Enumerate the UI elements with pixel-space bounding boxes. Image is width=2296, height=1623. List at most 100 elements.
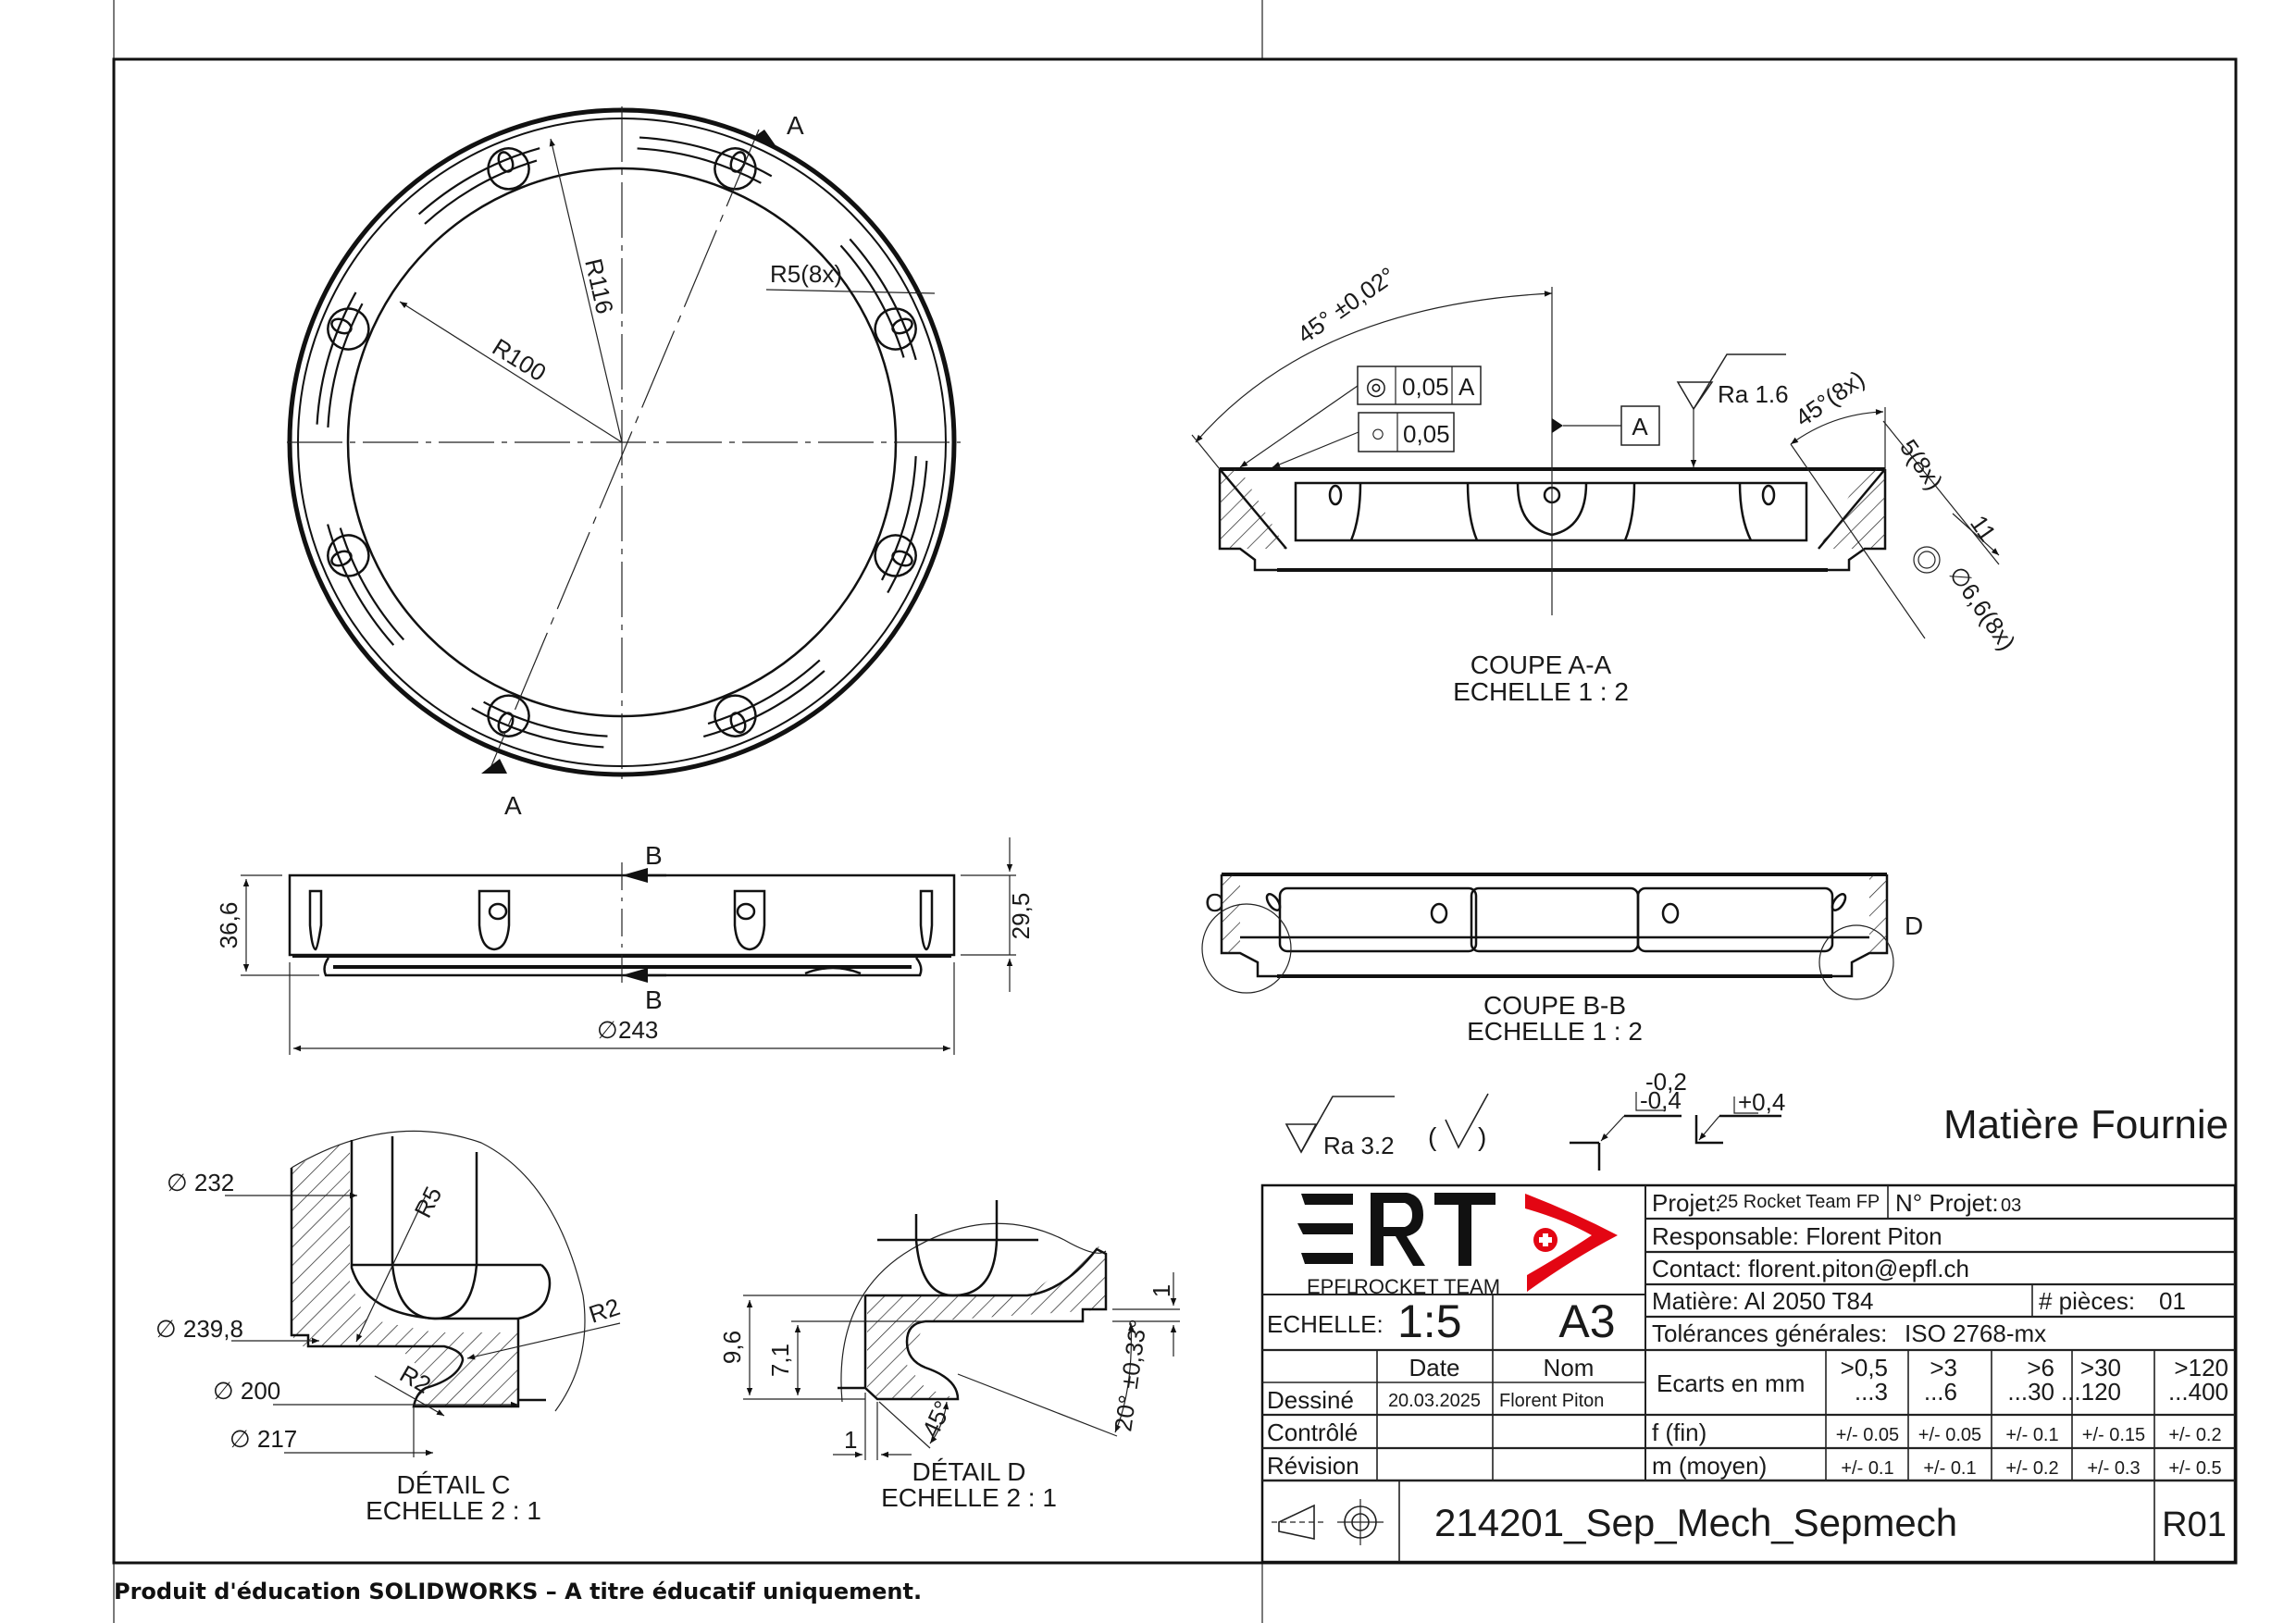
range-bottom: ...6	[1924, 1378, 1957, 1406]
circularity-icon: ○	[1371, 419, 1385, 447]
range-top: >30	[2080, 1354, 2121, 1381]
section-aa-scale: ECHELLE 1 : 2	[1453, 677, 1629, 706]
section-bb-scale: ECHELLE 1 : 2	[1467, 1017, 1643, 1046]
dim-d232: ∅ 232	[167, 1169, 234, 1196]
detail-c-marker: C	[1205, 888, 1223, 917]
revision: R01	[2162, 1505, 2227, 1544]
pieces-label: # pièces:	[2039, 1287, 2135, 1315]
tolerance-cell: +/- 0.3	[2087, 1458, 2140, 1479]
dim-r5: R5(8x)	[770, 260, 842, 288]
edge-tolerance-plus: +0,4	[1738, 1088, 1785, 1116]
dim-20-deg: 20° ±0,33°	[1109, 1318, 1152, 1433]
tolerance-cell: +/- 0.5	[2168, 1458, 2221, 1479]
tolerance-cell: +/- 0.1	[1841, 1458, 1893, 1479]
dim-r5: R5	[409, 1182, 448, 1221]
dim-11: 11	[1965, 510, 2002, 546]
section-b-b: C D COUPE B-B ECHELLE 1 : 2	[1201, 873, 1923, 1046]
project-value: 25 Rocket Team FP	[1718, 1192, 1880, 1212]
top-view: A A R100 R116 R5(8x)	[287, 106, 961, 820]
detail-d-scale: ECHELLE 2 : 1	[881, 1483, 1057, 1512]
pieces-value: 01	[2159, 1287, 2186, 1315]
tolerance-header-label: Ecarts en mm	[1657, 1369, 1805, 1397]
history-row-label: Contrôlé	[1267, 1419, 1358, 1446]
dim-d239: ∅ 239,8	[155, 1315, 243, 1343]
history-row-name: Florent Piton	[1499, 1391, 1604, 1411]
paren-open: (	[1428, 1122, 1437, 1151]
tolerance-cell: +/- 0.2	[2005, 1458, 2058, 1479]
material-supplied-note: Matière Fournie	[1943, 1102, 2228, 1147]
roughness-ra16-text: Ra 1.6	[1718, 380, 1789, 408]
project-number-value: 03	[2001, 1196, 2021, 1216]
title-block: EPFL ROCKET TEAM ECHELLE: 1:5 A3 Projet:	[1260, 1183, 2237, 1564]
tolerance-cell: +/- 0.1	[1923, 1458, 1976, 1479]
section-label-b-bottom: B	[645, 985, 663, 1014]
tolerances-label: Tolérances générales:	[1652, 1319, 1887, 1347]
dim-1-vertical: 1	[1148, 1284, 1175, 1297]
roughness-ra16: Ra 1.6	[1676, 353, 1789, 467]
range-bottom: ...30	[2007, 1378, 2054, 1406]
range-top: >6	[2027, 1354, 2054, 1381]
range-top: >120	[2174, 1354, 2228, 1381]
paren-close: )	[1478, 1122, 1486, 1151]
drawing-name: 214201_Sep_Mech_Sepmech	[1434, 1501, 1957, 1544]
front-view: B B 36,6 29,5 ∅ 243	[215, 837, 1035, 1055]
responsible: Responsable: Florent Piton	[1652, 1222, 1942, 1250]
section-a-a: 45° ±0,02° ◎ 0,05 A ○ 0,05 A	[1191, 261, 2021, 706]
dim-45-deg: 45°	[916, 1396, 957, 1441]
detail-c: ∅ 232 ∅ 239,8 ∅ 200 ∅ 217 R5 R2 R2 DÉTAI…	[155, 1130, 623, 1525]
tolerance-row-label: m (moyen)	[1652, 1452, 1767, 1480]
section-aa-title: COUPE A-A	[1471, 650, 1612, 679]
project-label: Projet:	[1652, 1189, 1721, 1217]
history-row-date: 20.03.2025	[1388, 1391, 1481, 1411]
dim-height-total: 36,6	[215, 902, 242, 949]
dim-d200: ∅ 200	[213, 1377, 280, 1405]
dim-diameter-symbol: ∅	[597, 1016, 618, 1044]
detail-d: 9,6 7,1 1 1 45° 20° ±0,33° DÉTAIL D ECHE…	[718, 1200, 1180, 1512]
scale-label: ECHELLE:	[1267, 1310, 1384, 1338]
section-bb-title: COUPE B-B	[1483, 991, 1626, 1020]
range-top: >0,5	[1841, 1354, 1888, 1381]
tolerance-row-label: f (fin)	[1652, 1419, 1706, 1446]
tolerances-value: ISO 2768-mx	[1905, 1319, 2046, 1347]
project-number-label: N° Projet:	[1895, 1189, 1999, 1217]
section-label-a-bottom: A	[504, 791, 522, 820]
ert-logo: EPFL ROCKET TEAM	[1297, 1193, 1618, 1298]
range-bottom: ...3	[1855, 1378, 1888, 1406]
material: Matière: Al 2050 T84	[1652, 1287, 1873, 1315]
tolerance-cell: +/- 0.15	[2082, 1425, 2145, 1445]
concentricity-datum: A	[1458, 373, 1475, 401]
section-label-b-top: B	[645, 841, 663, 870]
concentricity-tolerance: 0,05	[1402, 373, 1449, 401]
gdt-circularity-frame: ○ 0,05	[1272, 412, 1455, 468]
range-top: >3	[1930, 1354, 1957, 1381]
roughness-check-icon	[1445, 1093, 1489, 1149]
first-angle-projection-icon	[1272, 1499, 1384, 1545]
dim-r100: R100	[488, 333, 552, 387]
history-header-date: Date	[1409, 1354, 1460, 1381]
tolerance-cell: +/- 0.05	[1918, 1425, 1981, 1445]
detail-c-title: DÉTAIL C	[397, 1470, 511, 1499]
tolerance-cell: +/- 0.2	[2168, 1425, 2221, 1445]
hole-bosses	[327, 147, 917, 737]
dim-height-body: 29,5	[1007, 893, 1035, 940]
circularity-tolerance: 0,05	[1403, 420, 1450, 448]
history-row-label: Révision	[1267, 1452, 1359, 1480]
dim-9-6: 9,6	[718, 1331, 746, 1364]
hole-angle-dim: 45°(8x)	[1790, 365, 1869, 432]
history-header-name: Nom	[1544, 1354, 1595, 1381]
sheet-frame	[112, 0, 2238, 1623]
gdt-concentricity-frame: ◎ 0,05 A	[1239, 365, 1482, 468]
dim-d217: ∅ 217	[230, 1425, 297, 1453]
tolerance-cell: +/- 0.05	[1836, 1425, 1899, 1445]
dim-7-1: 7,1	[766, 1344, 794, 1377]
contact: Contact: florent.piton@epfl.ch	[1652, 1255, 1969, 1282]
tolerance-cell: +/- 0.1	[2005, 1425, 2058, 1445]
dim-hole-diameter: ∅6,6(8x)	[1943, 561, 2021, 655]
datum-a-symbol: A	[1552, 405, 1660, 446]
dim-1-horizontal: 1	[844, 1426, 857, 1454]
range-bottom: ...120	[2061, 1378, 2121, 1406]
section-label-a-top: A	[787, 111, 804, 140]
general-roughness-text: Ra 3.2	[1323, 1132, 1395, 1159]
edge-tolerance-upper: -0,2	[1645, 1068, 1687, 1096]
